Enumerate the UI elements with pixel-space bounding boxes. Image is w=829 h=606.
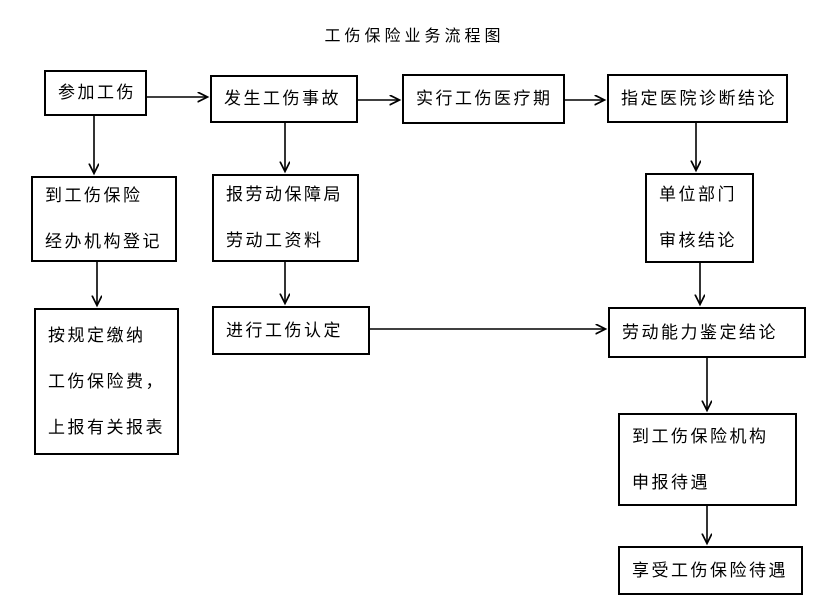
node-label: 到工伤保险 [45, 186, 143, 205]
node-label: 按规定缴纳 [48, 325, 146, 345]
node-label: 报劳动保障局 [226, 185, 343, 204]
node-label: 申报待遇 [632, 472, 710, 492]
node-label: 单位部门 [659, 185, 737, 204]
node-label: 经办机构登记 [45, 232, 162, 251]
node-register: 到工伤保险 经办机构登记 [31, 176, 177, 262]
node-join-insurance: 参加工伤 [44, 70, 147, 116]
node-label: 到工伤保险机构 [632, 426, 769, 446]
node-label: 实行工伤医疗期 [416, 89, 553, 108]
node-injury-identification: 进行工伤认定 [212, 306, 370, 355]
flowchart-title: 工伤保险业务流程图 [324, 28, 505, 45]
node-pay-premium: 按规定缴纳 工伤保险费， 上报有关报表 [34, 308, 179, 455]
node-enjoy-benefits: 享受工伤保险待遇 [618, 546, 803, 595]
node-medical-period: 实行工伤医疗期 [402, 74, 565, 124]
node-label: 工伤保险费， [48, 371, 165, 391]
node-accident: 发生工伤事故 [210, 75, 358, 123]
node-label: 审核结论 [659, 231, 737, 250]
node-report-bureau: 报劳动保障局 劳动工资料 [212, 174, 359, 262]
node-ability-appraisal: 劳动能力鉴定结论 [608, 307, 806, 358]
node-label: 劳动工资料 [226, 231, 324, 250]
node-label: 参加工伤 [58, 83, 136, 102]
node-label: 上报有关报表 [48, 417, 165, 437]
node-label: 劳动能力鉴定结论 [622, 322, 778, 342]
node-unit-review: 单位部门 审核结论 [645, 173, 754, 263]
node-apply-benefits: 到工伤保险机构 申报待遇 [618, 413, 797, 506]
node-label: 进行工伤认定 [226, 320, 343, 340]
node-hospital-diagnosis: 指定医院诊断结论 [607, 74, 788, 123]
node-label: 指定医院诊断结论 [621, 88, 777, 108]
node-label: 发生工伤事故 [224, 89, 341, 108]
node-label: 享受工伤保险待遇 [632, 560, 788, 580]
